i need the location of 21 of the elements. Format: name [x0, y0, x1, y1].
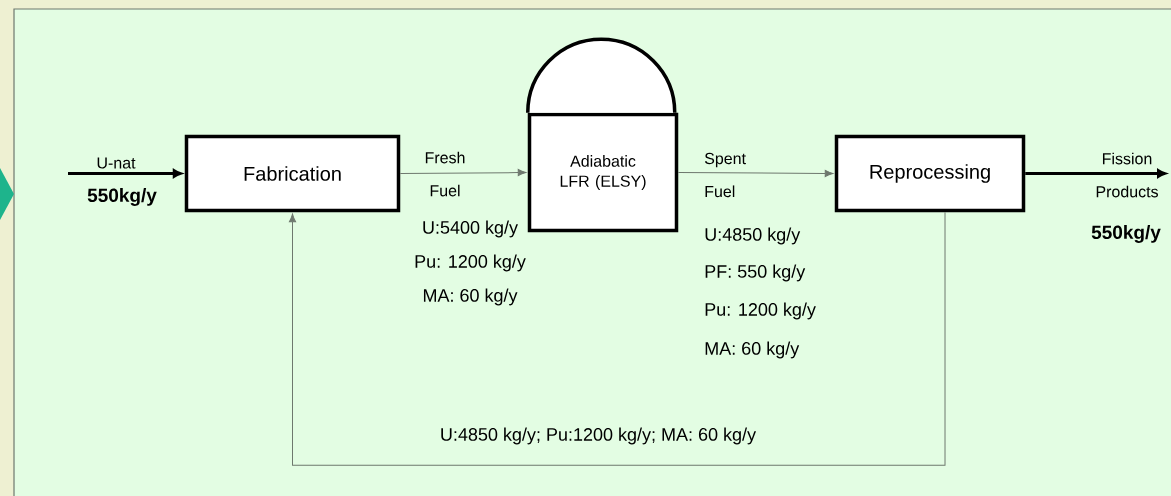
- edge-label: U:4850 kg/y; Pu:1200 kg/y; MA: 60 kg/y: [441, 427, 756, 445]
- flow-rate-label: U:4850 kg/y: [705, 227, 801, 245]
- arrow: [1025, 169, 1167, 178]
- arrow: [288, 211, 946, 466]
- edge-label: U-nat: [95, 156, 137, 170]
- flow-rate-label: MA: 60 kg/y: [705, 341, 800, 359]
- flow-rate-label: 550kg/y: [1091, 225, 1161, 243]
- edge-label: Fresh Fuel: [425, 151, 465, 197]
- process-box: Reprocessing: [834, 134, 1026, 213]
- process-box: Fabrication: [184, 134, 401, 213]
- edge-label: Fission Products: [1096, 152, 1158, 198]
- flow-rate-label: Pu: 1200 kg/y: [415, 254, 526, 272]
- flow-rate-label: U:5400 kg/y: [423, 220, 518, 238]
- flow-rate-label: MA: 60 kg/y: [423, 288, 518, 306]
- arrow: [399, 169, 527, 177]
- flow-rate-label: PF: 550 kg/y: [705, 264, 806, 282]
- flow-rate-label: 550kg/y: [87, 188, 157, 206]
- arrow: [677, 169, 834, 178]
- edge-label: Spent Fuel: [704, 152, 746, 198]
- reactor-vessel: Adiabatic LFR (ELSY): [526, 37, 679, 233]
- flow-rate-label: Pu: 1200 kg/y: [705, 302, 816, 320]
